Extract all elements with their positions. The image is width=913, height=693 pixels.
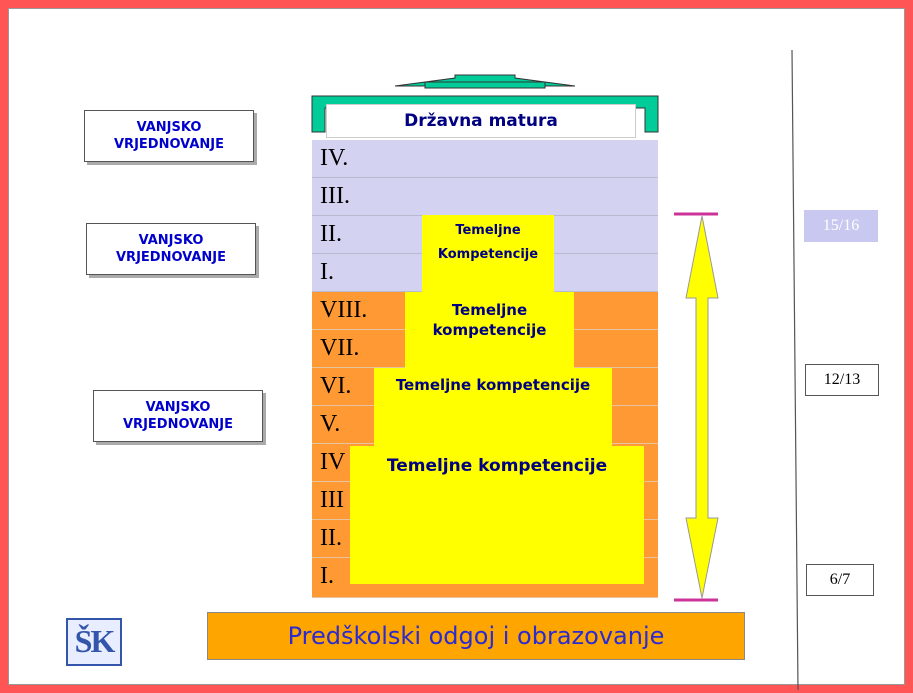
vanjsko-2-line2: VRJEDNOVANJE <box>116 250 226 265</box>
vanjsko-1-line1: VANJSKO <box>136 120 202 135</box>
lower-row-label: VI. <box>320 373 352 399</box>
vanjsko-box-3: VANJSKO VRJEDNOVANJE <box>93 390 263 442</box>
competence-block-1: Temeljne Kompetencije <box>422 215 554 293</box>
lower-row-label: III <box>320 487 344 513</box>
year-label-middle-text: 12/13 <box>823 371 861 388</box>
footer-box: Predškolski odgoj i obrazovanje <box>207 612 745 660</box>
lower-row-label: IV <box>320 449 346 475</box>
right-divider-line <box>791 50 799 690</box>
upper-row-label: III. <box>320 183 350 209</box>
vanjsko-box-2: VANJSKO VRJEDNOVANJE <box>86 223 256 275</box>
lower-row-label: II. <box>320 525 342 551</box>
competence-1-line1: Temeljne <box>455 223 521 238</box>
year-label-top: 15/16 <box>804 210 878 242</box>
span-double-arrow-icon <box>674 212 719 602</box>
year-label-bottom: 6/7 <box>806 564 874 596</box>
vanjsko-3-line1: VANJSKO <box>145 400 211 415</box>
competence-2-line2: kompetencije <box>432 321 547 339</box>
competence-4-label: Temeljne kompetencije <box>386 456 608 476</box>
lower-row-label: VIII. <box>320 297 368 323</box>
upper-row-label: I. <box>320 259 334 285</box>
lower-row-label: V. <box>320 411 341 437</box>
matura-label: Državna matura <box>404 111 558 131</box>
competence-1-line2: Kompetencije <box>437 247 539 262</box>
matura-box: Državna matura <box>326 104 636 138</box>
lower-row-label: I. <box>320 563 334 589</box>
competence-2-line1: Temeljne <box>451 301 528 319</box>
sk-logo: ŠK <box>66 618 122 666</box>
sk-logo-text: ŠK <box>74 623 116 659</box>
year-label-middle: 12/13 <box>805 364 879 396</box>
upper-row-3: III. <box>312 178 658 216</box>
lower-row-label: VII. <box>320 335 360 361</box>
year-label-top-text: 15/16 <box>822 217 860 234</box>
competence-block-2: Temeljne kompetencije <box>405 292 574 370</box>
competence-block-4: Temeljne kompetencije <box>350 446 644 584</box>
competence-3-label: Temeljne kompetencije <box>395 376 591 394</box>
slide-inner <box>8 8 905 685</box>
competence-block-3: Temeljne kompetencije <box>374 368 612 448</box>
footer-label: Predškolski odgoj i obrazovanje <box>287 622 665 650</box>
vanjsko-2-line1: VANJSKO <box>138 233 204 248</box>
upper-row-4: IV. <box>312 140 658 178</box>
upper-row-label: II. <box>320 221 342 247</box>
vanjsko-box-1: VANJSKO VRJEDNOVANJE <box>84 110 254 162</box>
upper-row-label: IV. <box>320 145 349 171</box>
vanjsko-3-line2: VRJEDNOVANJE <box>123 417 233 432</box>
year-label-bottom-text: 6/7 <box>829 571 851 588</box>
vanjsko-1-line2: VRJEDNOVANJE <box>114 137 224 152</box>
